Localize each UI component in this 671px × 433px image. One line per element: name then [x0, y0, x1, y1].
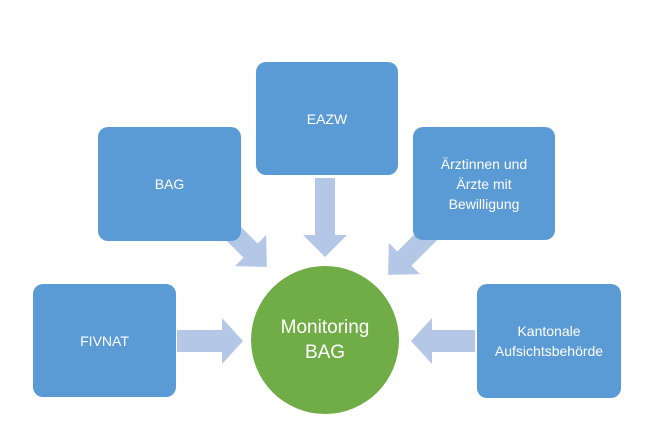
node-kantonale: Kantonale Aufsichtsbehörde: [477, 284, 621, 398]
arrow-fivnat-to-center: [177, 318, 243, 364]
node-aerzte: Ärztinnen und Ärzte mit Bewilligung: [413, 127, 555, 240]
node-bag: BAG: [98, 127, 241, 241]
arrow-eazw-to-center: [303, 178, 347, 257]
center-node-label: Monitoring BAG: [280, 317, 370, 363]
node-eazw: EAZW: [256, 62, 398, 175]
node-fivnat: FIVNAT: [33, 284, 176, 397]
node-fivnat-label: FIVNAT: [80, 332, 129, 349]
node-eazw-label: EAZW: [306, 110, 348, 127]
node-aerzte-label: Ärztinnen und Ärzte mit Bewilligung: [440, 155, 528, 212]
center-node-monitoring: Monitoring BAG: [251, 266, 399, 414]
arrow-kantonale-to-center: [411, 318, 475, 364]
node-bag-label: BAG: [154, 176, 185, 192]
node-kantonale-label: Kantonale Aufsichtsbehörde: [494, 323, 604, 359]
